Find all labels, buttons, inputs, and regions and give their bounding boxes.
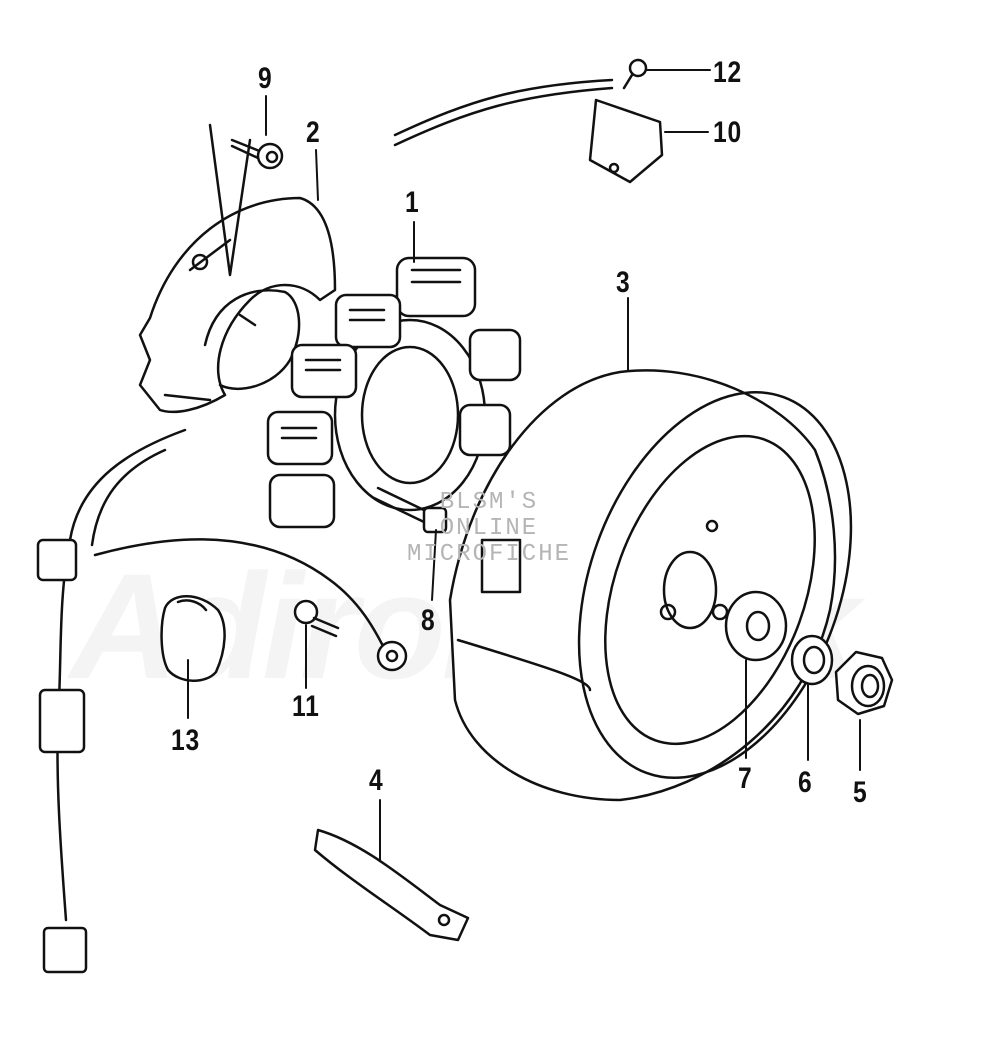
callout-3: 3 xyxy=(616,266,631,299)
part-2-stator-base xyxy=(138,196,337,414)
part-6-washer xyxy=(790,634,834,686)
part-1-stator-coil xyxy=(266,256,522,529)
callout-1: 1 xyxy=(405,186,420,219)
watermark-line-1: BLSM'S xyxy=(439,489,539,516)
part-10-pulse-generator xyxy=(393,78,664,184)
callout-4: 4 xyxy=(369,764,384,797)
watermark-text: BLSM'S ONLINE MICROFICHE xyxy=(380,490,598,568)
callout-11: 11 xyxy=(292,690,320,723)
wiring-harness xyxy=(36,428,408,974)
callout-10: 10 xyxy=(713,116,743,149)
callout-9: 9 xyxy=(258,62,273,95)
callout-8: 8 xyxy=(421,604,436,637)
callout-12: 12 xyxy=(713,56,743,89)
part-12-screw xyxy=(622,58,648,90)
watermark-line-3: MICROFICHE xyxy=(406,541,572,568)
part-3-flywheel xyxy=(448,369,853,802)
part-13-grommet xyxy=(160,595,226,682)
callout-5: 5 xyxy=(853,776,868,809)
part-4-bracket xyxy=(313,828,470,942)
leader-lines xyxy=(187,69,861,861)
part-5-nut xyxy=(834,650,894,716)
callout-13: 13 xyxy=(171,724,201,757)
callout-2: 2 xyxy=(306,116,321,149)
part-7-washer xyxy=(724,590,788,662)
callout-7: 7 xyxy=(738,762,753,795)
watermark-line-2: ONLINE xyxy=(439,515,539,542)
callout-6: 6 xyxy=(798,766,813,799)
part-9-bolt xyxy=(208,123,284,277)
part-11-screw xyxy=(293,599,340,638)
